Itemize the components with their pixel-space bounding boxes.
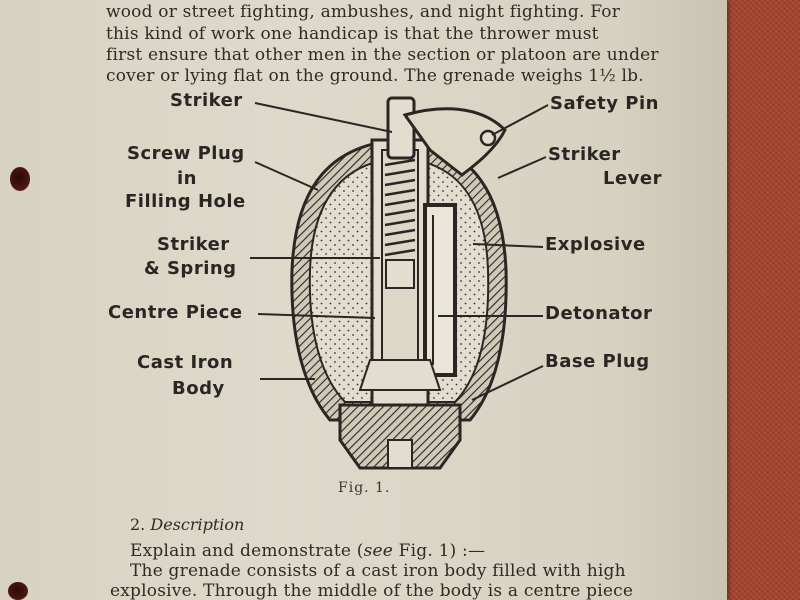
label-cast-iron-body: Cast Iron (137, 352, 234, 373)
section-heading: 2. Description (130, 515, 244, 534)
label-detonator: Detonator (545, 303, 653, 324)
label-base-plug: Base Plug (545, 351, 650, 372)
para-text: Fig. 1) :— (393, 541, 486, 561)
label-striker: Striker (170, 90, 243, 111)
label-striker-lever: Lever (603, 168, 662, 189)
text-line: cover or lying flat on the ground. The g… (106, 66, 644, 86)
section-number: 2. (130, 515, 146, 534)
paragraph-line: explosive. Through the middle of the bod… (110, 581, 634, 600)
text-line: this kind of work one handicap is that t… (106, 24, 599, 44)
label-striker-spring: Striker (157, 234, 230, 255)
label-striker-spring: & Spring (144, 258, 237, 279)
grenade-diagram (250, 96, 549, 470)
label-screw-plug: in (177, 168, 197, 189)
label-striker-lever: Striker (548, 144, 621, 165)
binder-hole (10, 167, 30, 191)
leader-lines (250, 102, 549, 401)
text-line: wood or street fighting, ambushes, and n… (106, 2, 621, 22)
binder-hole (8, 582, 28, 600)
text-line: first ensure that other men in the secti… (106, 45, 659, 65)
spring-coils (384, 158, 416, 257)
figure-caption: Fig. 1. (338, 480, 391, 496)
label-screw-plug: Filling Hole (125, 191, 246, 212)
label-cast-iron-body: Body (172, 378, 225, 399)
paragraph-line: Explain and demonstrate (see Fig. 1) :— (130, 541, 485, 561)
grenade-body (290, 96, 508, 470)
label-explosive: Explosive (545, 234, 646, 255)
label-safety-pin: Safety Pin (550, 93, 659, 114)
label-centre-piece: Centre Piece (108, 302, 243, 323)
label-screw-plug: Screw Plug (127, 143, 245, 164)
para-text: Explain and demonstrate ( (130, 541, 364, 561)
book-page: wood or street fighting, ambushes, and n… (0, 0, 727, 600)
paragraph-line: The grenade consists of a cast iron body… (130, 561, 626, 581)
section-title: Description (150, 515, 245, 534)
para-see: see (363, 541, 394, 561)
